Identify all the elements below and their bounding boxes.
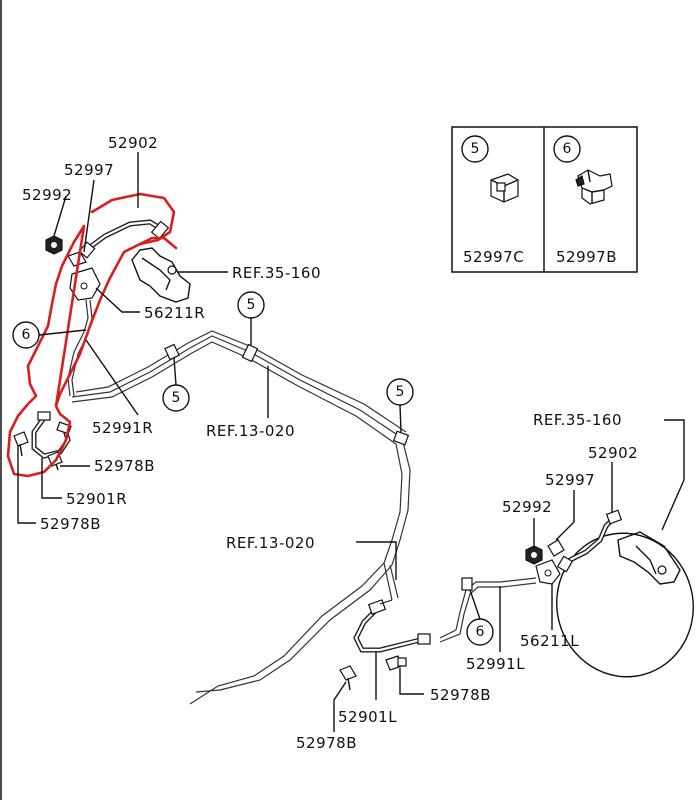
label-56211r: 56211R [144, 304, 205, 322]
label-52997-right: 52997 [545, 471, 595, 489]
nut-52992-left-icon [45, 235, 63, 255]
callout-6-inset [553, 135, 581, 163]
nut-52992-right-icon [525, 545, 543, 565]
leader-lines [17, 152, 685, 732]
label-ref-13-020-top: REF.13-020 [206, 422, 295, 440]
callout-5-right: 5 [386, 378, 414, 433]
clip-52997b-icon [575, 169, 613, 205]
label-52978b-left-right: 52978B [94, 457, 155, 475]
label-52978b-right-bottom: 52978B [296, 734, 357, 752]
inset-part-52997c: 52997C [463, 248, 524, 266]
label-56211l: 56211L [520, 632, 579, 650]
inset-part-52997b: 52997B [556, 248, 617, 266]
red-annotation-outline [6, 192, 176, 478]
pipe-clamp-right [461, 577, 473, 591]
label-ref-35-160-right: REF.35-160 [533, 411, 622, 429]
pipe-clamp-b [241, 343, 259, 363]
label-52901l: 52901L [338, 708, 397, 726]
callout-6-left: 6 [12, 321, 87, 349]
callout-5-right-number: 5 [396, 384, 405, 400]
callout-6-inset-number: 6 [563, 141, 572, 157]
left-assembly [13, 219, 191, 471]
callout-5-inset [461, 135, 489, 163]
callout-5-left: 5 [162, 357, 190, 412]
main-brake-pipe [71, 330, 411, 705]
label-52991l: 52991L [466, 655, 525, 673]
callout-6-bottom-number: 6 [476, 624, 485, 640]
clip-52997-left-icon [67, 251, 87, 267]
bolt-52978b-right-b-icon [385, 655, 407, 671]
red-annotation-inner [138, 236, 178, 250]
inset-box: 5 6 52997C 52997B [451, 126, 638, 273]
pipe-clamp-c [392, 430, 410, 446]
brake-rotor-right [556, 532, 694, 678]
label-52901r: 52901R [66, 490, 127, 508]
hose-52901l [353, 607, 423, 653]
callout-6-left-number: 6 [22, 327, 31, 343]
callout-5-top: 5 [237, 291, 265, 345]
callout-5-top-number: 5 [247, 297, 256, 313]
label-52992-left: 52992 [22, 186, 72, 204]
callout-6-bottom: 6 [466, 589, 494, 646]
label-52978b-right-right: 52978B [430, 686, 491, 704]
label-52991r: 52991R [92, 419, 153, 437]
clip-52997c-icon [490, 173, 519, 203]
callout-5-left-number: 5 [172, 390, 181, 406]
pipe-clamp-a [164, 343, 180, 361]
bolt-52978b-right-a-icon [339, 665, 357, 691]
right-assembly [339, 509, 694, 691]
label-ref-35-160-left: REF.35-160 [232, 264, 321, 282]
bolt-52978b-left-a-icon [13, 431, 29, 457]
clip-52997-right-icon [547, 539, 565, 557]
label-52992-right: 52992 [502, 498, 552, 516]
label-ref-13-020-mid: REF.13-020 [226, 534, 315, 552]
label-52902-right: 52902 [588, 444, 638, 462]
callout-5-inset-number: 5 [471, 141, 480, 157]
label-52997-left: 52997 [64, 161, 114, 179]
strut-outline-left [131, 247, 191, 303]
label-52902-left: 52902 [108, 134, 158, 152]
label-52978b-left-bottom: 52978B [40, 515, 101, 533]
